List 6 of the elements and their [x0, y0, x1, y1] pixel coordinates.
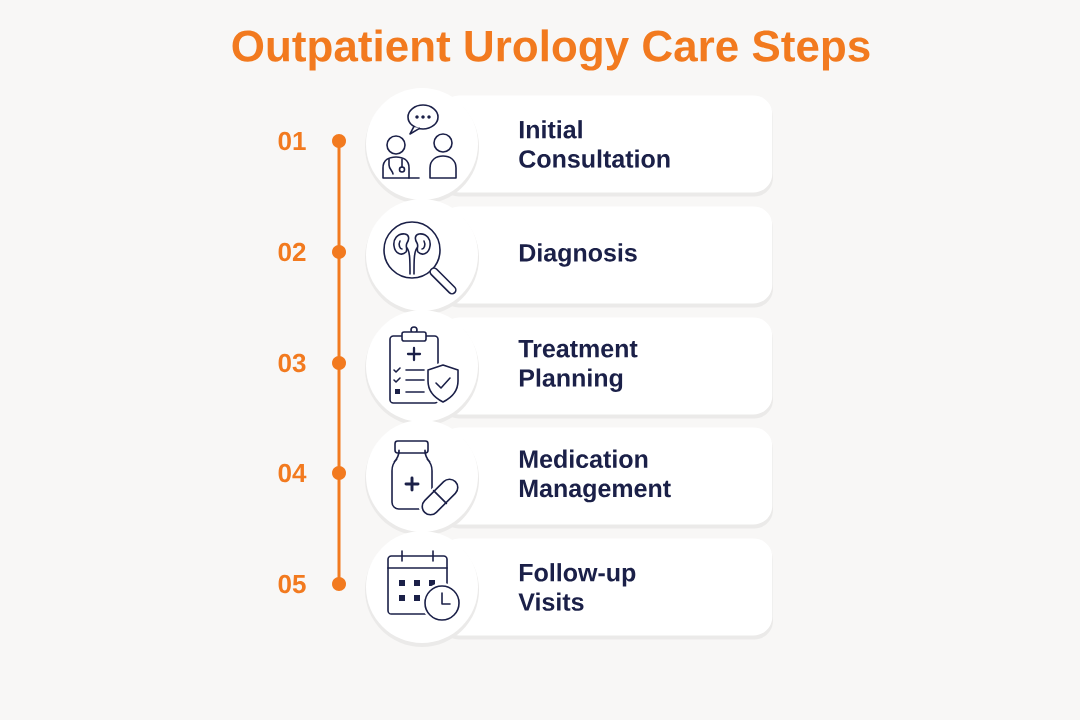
title: Outpatient Urology Care Steps [232, 29, 870, 71]
step-number: 01 [278, 131, 306, 151]
step-number: 03 [278, 353, 306, 373]
step-number: 05 [278, 574, 306, 594]
step-number: 04 [278, 463, 307, 483]
step-number: 02 [278, 242, 306, 262]
